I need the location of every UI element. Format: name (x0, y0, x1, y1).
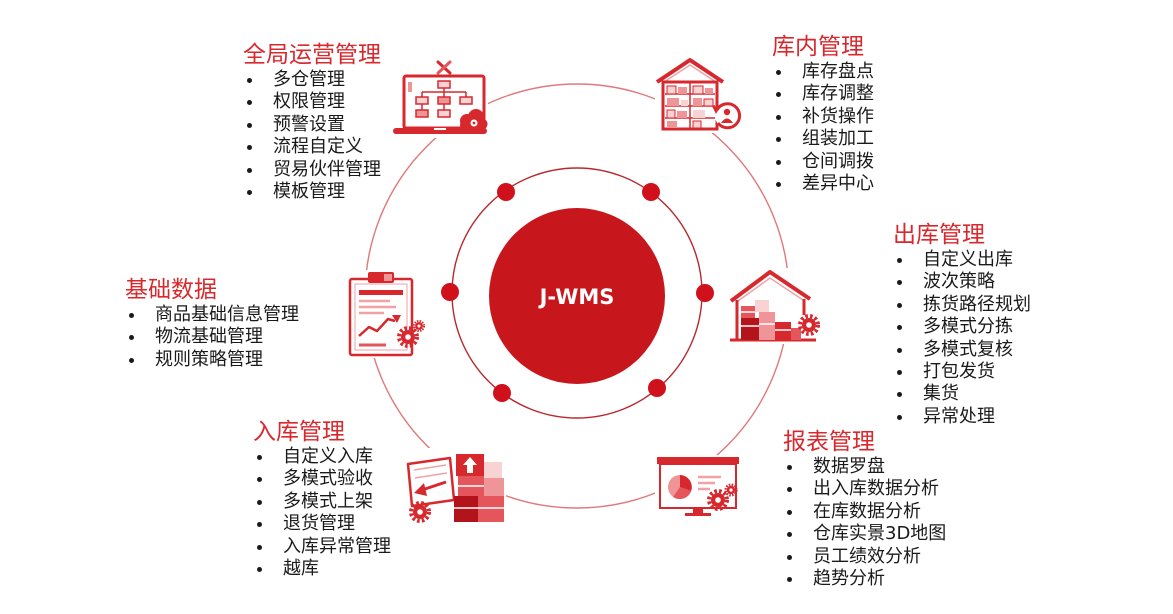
list-item: 退货管理 (257, 513, 391, 535)
list-item: 自定义入库 (257, 446, 391, 468)
list-item: 自定义出库 (897, 249, 1031, 271)
gear-icon (409, 501, 431, 523)
ring-dot (497, 183, 515, 201)
module-title: 报表管理 (783, 429, 875, 455)
list-item: 数据罗盘 (786, 456, 946, 478)
refresh-person-icon (712, 102, 742, 130)
feature-list: 自定义出库 波次策略 拣货路径规划 多模式分拣 多模式复核 打包发货 集货 异常… (893, 249, 1031, 428)
center-circle (489, 208, 665, 384)
list-item: 预警设置 (247, 114, 381, 136)
boxes-arrow-icon (400, 448, 506, 524)
gear-icon (397, 326, 419, 348)
list-item: 规则策略管理 (129, 349, 299, 371)
cloud-icon (460, 109, 488, 130)
list-item: 拣货路径规划 (897, 293, 1031, 315)
list-item: 在库数据分析 (786, 501, 946, 523)
center-label: J-WMS (538, 285, 615, 309)
list-item: 多模式分拣 (897, 316, 1031, 338)
list-item: 集货 (897, 383, 1031, 405)
list-item: 商品基础信息管理 (129, 304, 299, 325)
module-title: 入库管理 (253, 419, 345, 445)
module-title: 全局运营管理 (243, 42, 381, 68)
list-item: 员工绩效分析 (786, 546, 946, 568)
list-item: 多模式验收 (257, 468, 391, 490)
ring-dot (648, 379, 666, 397)
list-item: 模板管理 (247, 181, 381, 203)
module-title: 库内管理 (772, 34, 864, 60)
feature-list: 数据罗盘 出入库数据分析 在库数据分析 仓库实景3D地图 员工绩效分析 趋势分析 (783, 456, 946, 590)
module-outbound: 出库管理 自定义出库 波次策略 拣货路径规划 多模式分拣 多模式复核 打包发货 … (893, 221, 1031, 428)
list-item: 库存盘点 (776, 61, 874, 82)
list-item: 仓库实景3D地图 (786, 523, 947, 545)
list-item: 库存调整 (776, 83, 874, 105)
list-item: 异常处理 (897, 406, 1031, 428)
module-base-data: 基础数据 商品基础信息管理 物流基础管理 规则策略管理 (125, 276, 299, 371)
list-item: 差异中心 (776, 173, 874, 195)
warehouse-boxes-icon (728, 268, 824, 344)
list-item: 多仓管理 (247, 69, 381, 91)
list-item: 流程自定义 (247, 136, 381, 158)
module-global-ops: 全局运营管理 多仓管理 权限管理 预警设置 流程自定义 贸易伙伴管理 模板管理 (243, 41, 381, 203)
list-item: 仓间调拨 (776, 150, 874, 172)
warehouse-shelves-icon (655, 55, 743, 133)
ring-dot (642, 183, 660, 201)
module-inbound: 入库管理 自定义入库 多模式验收 多模式上架 退货管理 入库异常管理 越库 (253, 418, 391, 580)
clipboard-chart-icon (344, 270, 428, 358)
feature-list: 自定义入库 多模式验收 多模式上架 退货管理 入库异常管理 越库 (253, 446, 391, 580)
ring-dot (696, 284, 714, 302)
feature-list: 库存盘点 库存调整 补货操作 组装加工 仓间调拨 差异中心 (772, 61, 874, 195)
feature-list: 商品基础信息管理 物流基础管理 规则策略管理 (125, 304, 299, 371)
list-item: 补货操作 (776, 105, 874, 127)
list-item: 打包发货 (897, 361, 1031, 383)
list-item: 多模式复核 (897, 339, 1031, 361)
gear-icon (798, 314, 820, 336)
list-item: 贸易伙伴管理 (247, 158, 381, 180)
list-item: 波次策略 (897, 271, 1031, 293)
list-item: 越库 (257, 558, 391, 580)
monitor-pie-chart-icon (655, 455, 741, 517)
module-inventory: 库内管理 库存盘点 库存调整 补货操作 组装加工 仓间调拨 差异中心 (772, 33, 874, 195)
ring-dot (493, 384, 511, 402)
list-item: 组装加工 (776, 128, 874, 150)
module-title: 出库管理 (893, 222, 985, 248)
monitor-flowchart-icon (392, 60, 488, 138)
module-title: 基础数据 (125, 277, 217, 303)
list-item: 出入库数据分析 (786, 478, 946, 500)
list-item: 多模式上架 (257, 491, 391, 513)
gear-icon (412, 319, 426, 333)
feature-list: 多仓管理 权限管理 预警设置 流程自定义 贸易伙伴管理 模板管理 (243, 69, 381, 203)
ring-dot (441, 283, 459, 301)
module-reports: 报表管理 数据罗盘 出入库数据分析 在库数据分析 仓库实景3D地图 员工绩效分析… (783, 428, 946, 590)
list-item: 权限管理 (247, 91, 381, 113)
list-item: 入库异常管理 (257, 535, 391, 557)
list-item: 趋势分析 (786, 568, 946, 590)
gear-icon (724, 483, 738, 497)
list-item: 物流基础管理 (129, 326, 299, 348)
gear-icon (707, 489, 729, 511)
